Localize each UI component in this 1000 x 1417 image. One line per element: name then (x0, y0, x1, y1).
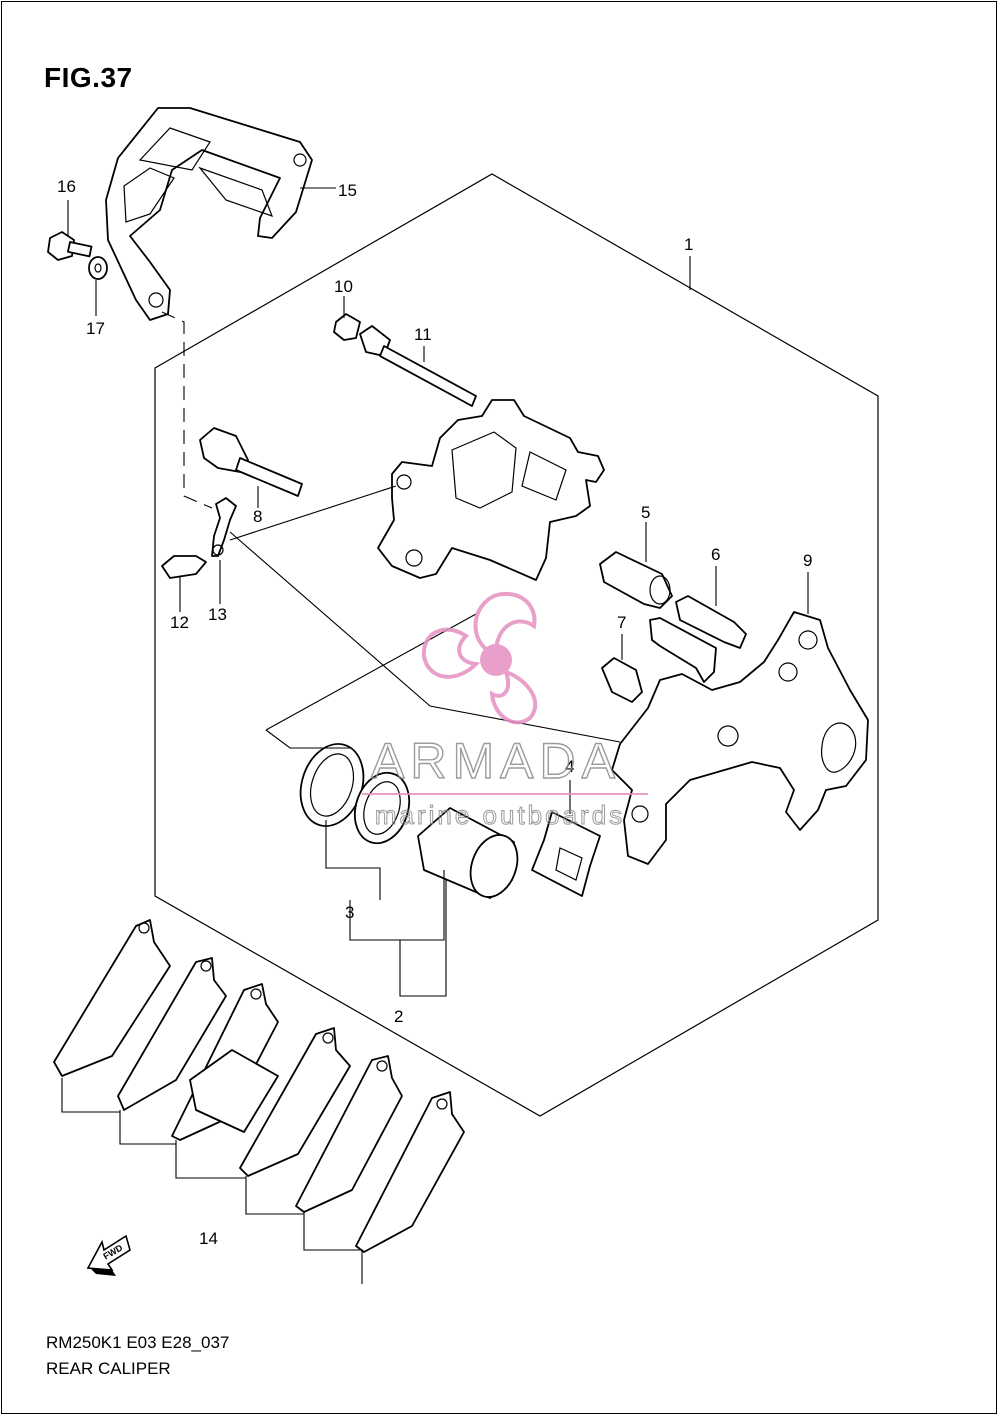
callout-4: 4 (565, 757, 574, 776)
part-13-cap[interactable] (211, 497, 237, 557)
callout-3: 3 (345, 903, 354, 922)
part-14-brake-pads[interactable] (53, 919, 465, 1253)
part-2-piston[interactable] (417, 807, 526, 904)
part-7-boot[interactable] (601, 657, 643, 703)
figure-title: FIG.37 (44, 62, 133, 93)
part-4-retainer[interactable] (531, 811, 601, 897)
propeller-logo-icon (421, 592, 538, 725)
callout-17: 17 (86, 319, 105, 338)
pad-spring[interactable] (649, 617, 717, 683)
part-15-guard[interactable] (105, 107, 313, 321)
callout-7: 7 (617, 613, 626, 632)
callout-12: 12 (170, 613, 189, 632)
callout-8: 8 (253, 507, 262, 526)
part-10-boot[interactable] (333, 313, 361, 341)
callout-6: 6 (711, 545, 720, 564)
callout-10: 10 (334, 277, 353, 296)
fwd-arrow-icon: FWD (86, 1234, 131, 1276)
part-9-bracket[interactable] (611, 611, 869, 865)
callout-11: 11 (414, 325, 432, 344)
callout-13: 13 (208, 605, 227, 624)
watermark-brand: ARMADA (371, 733, 621, 789)
assembly-outline (154, 173, 879, 1117)
callout-5: 5 (641, 503, 650, 522)
callout-15: 15 (338, 181, 357, 200)
caliper-body[interactable] (377, 399, 605, 581)
part-6-pin[interactable] (675, 595, 747, 649)
callout-2: 2 (394, 1007, 403, 1026)
part-12-bleeder[interactable] (161, 555, 207, 579)
part-16-bolt[interactable] (47, 231, 93, 261)
part-11-pin[interactable] (359, 325, 477, 407)
leader-lines (61, 187, 809, 1284)
part-17-washer[interactable] (88, 256, 108, 280)
part-3-seals[interactable] (290, 736, 417, 850)
part-5-sleeve[interactable] (599, 551, 673, 609)
part-8-slide-pin[interactable] (199, 427, 303, 497)
watermark-tagline: marine outboards (375, 800, 625, 830)
callout-16: 16 (57, 177, 76, 196)
callout-1: 1 (684, 235, 693, 254)
watermark: ARMADA marine outboards (362, 592, 648, 831)
callout-9: 9 (803, 551, 812, 570)
figure-code: RM250K1 E03 E28_037 (46, 1333, 230, 1352)
figure-caption: REAR CALIPER (46, 1359, 171, 1378)
callout-14: 14 (199, 1229, 218, 1248)
